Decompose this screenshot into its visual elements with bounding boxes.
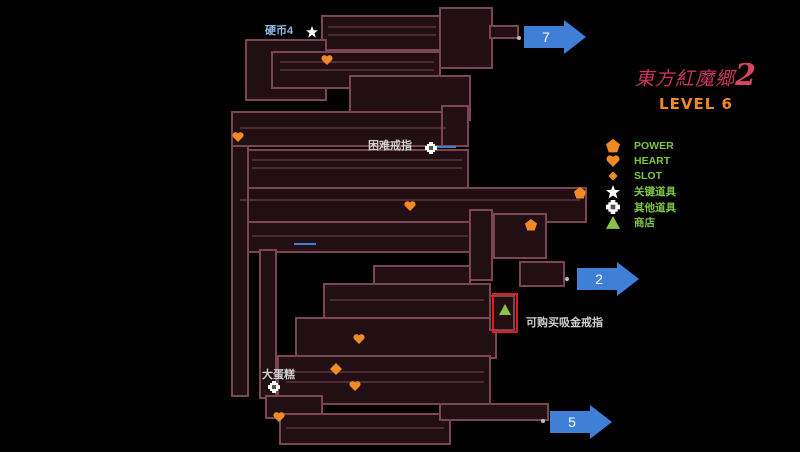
map-room bbox=[231, 111, 453, 147]
legend-label: SLOT bbox=[634, 170, 662, 183]
legend-label: 其他道具 bbox=[634, 201, 676, 214]
heart-icon[interactable] bbox=[404, 200, 416, 212]
map-room bbox=[469, 209, 493, 281]
shop-note-label: 可购买吸金戒指 bbox=[526, 317, 603, 329]
legend-label: HEART bbox=[634, 155, 671, 168]
map-room bbox=[321, 15, 441, 51]
level-title: LEVEL 6 bbox=[659, 95, 733, 113]
map-room bbox=[279, 413, 451, 445]
map-room bbox=[245, 149, 469, 189]
map-room bbox=[439, 403, 549, 421]
heart-icon bbox=[606, 155, 620, 167]
star-icon bbox=[606, 184, 620, 199]
map-room bbox=[519, 261, 565, 287]
item-gear-icon[interactable] bbox=[425, 142, 437, 154]
power-pentagon-icon[interactable] bbox=[574, 187, 586, 199]
legend-item: POWER bbox=[606, 138, 676, 153]
legend-label: 关键道具 bbox=[634, 186, 676, 199]
shop-highlight-box bbox=[492, 293, 518, 333]
coin-label: 硬币4 bbox=[265, 25, 294, 37]
item-gear-icon bbox=[606, 200, 620, 215]
map-room bbox=[493, 213, 547, 259]
power-pentagon-icon[interactable] bbox=[525, 219, 537, 231]
exit-arrow-top[interactable]: 7 bbox=[524, 20, 588, 54]
slot-diamond-icon[interactable] bbox=[330, 363, 342, 375]
exit-number: 5 bbox=[568, 414, 576, 430]
hard-ring-label: 困难戒指 bbox=[368, 140, 412, 152]
legend-item: 商店 bbox=[606, 215, 676, 230]
heart-icon[interactable] bbox=[353, 333, 365, 345]
shop-triangle-icon[interactable] bbox=[499, 304, 511, 316]
exit-arrow-bottom[interactable]: 5 bbox=[550, 405, 614, 439]
legend-item: SLOT bbox=[606, 169, 676, 184]
map-room bbox=[439, 7, 493, 69]
heart-icon[interactable] bbox=[273, 411, 285, 423]
legend-label: POWER bbox=[634, 139, 674, 152]
big-cake-label: 大蛋糕 bbox=[262, 369, 295, 381]
exit-number: 7 bbox=[542, 29, 550, 45]
heart-icon[interactable] bbox=[321, 54, 333, 66]
heart-icon[interactable] bbox=[349, 380, 361, 392]
exit-arrow-right[interactable]: 2 bbox=[577, 262, 641, 296]
legend-label: 商店 bbox=[634, 217, 655, 230]
map-room bbox=[231, 145, 249, 397]
game-title-number: 2 bbox=[735, 58, 757, 93]
item-gear-icon[interactable] bbox=[268, 381, 280, 393]
heart-icon[interactable] bbox=[232, 131, 244, 143]
game-logo: 東方紅魔郷2 bbox=[606, 58, 786, 93]
star-icon[interactable] bbox=[306, 26, 318, 38]
legend-item: 关键道具 bbox=[606, 184, 676, 199]
map-room bbox=[489, 25, 519, 39]
exit-number: 2 bbox=[595, 271, 603, 287]
legend: POWER HEART SLOT 关键道具 其他道具 商店 bbox=[606, 138, 676, 230]
map-room bbox=[245, 221, 473, 253]
map-room bbox=[441, 105, 469, 147]
shop-triangle-icon bbox=[606, 215, 620, 229]
map-room bbox=[295, 317, 497, 359]
power-pentagon-icon bbox=[606, 138, 620, 153]
game-title: 東方紅魔郷 bbox=[635, 68, 736, 90]
slot-diamond-icon bbox=[608, 171, 618, 182]
legend-item: 其他道具 bbox=[606, 200, 676, 215]
map-title: 東方紅魔郷2 LEVEL 6 bbox=[606, 58, 786, 113]
legend-item: HEART bbox=[606, 153, 676, 168]
